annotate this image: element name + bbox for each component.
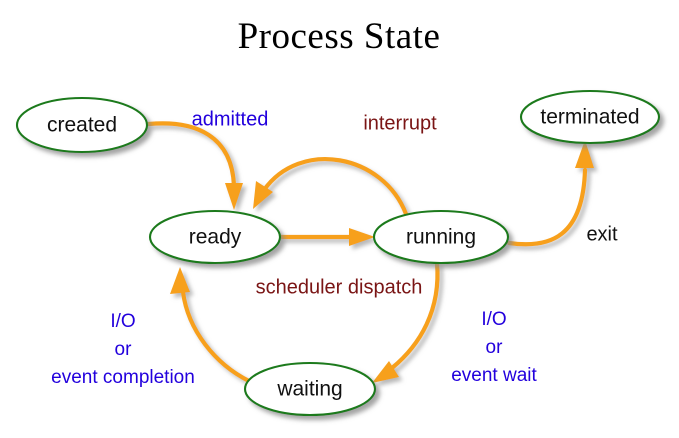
node-running-shape[interactable] [372,209,510,265]
edge-waiting-to-ready-arrowhead [170,267,190,294]
node-waiting-shape[interactable] [243,361,377,417]
edge-running-to-waiting-arrowhead [372,361,399,383]
edge-created-to-ready [146,121,243,210]
edge-running-to-terminated-arrowhead [575,140,594,168]
edge-created-to-ready-path [146,121,237,189]
edge-label-io-completion-line1: I/O [110,311,135,332]
edge-waiting-to-ready [170,267,252,384]
edge-label-io-completion-line2: or [115,339,133,360]
node-terminated-shape[interactable] [519,89,661,145]
node-created-shape[interactable] [15,96,149,154]
edge-label-io-wait-line3: event wait [451,365,537,386]
edge-running-to-ready [253,157,409,217]
node-created[interactable]: created [15,96,149,154]
edge-running-to-terminated-path [506,167,588,247]
node-terminated[interactable]: terminated [519,89,661,145]
edge-label-io-completion-line3: event completion [51,367,195,388]
node-created-label: created [47,114,117,137]
edge-label-exit: exit [586,223,618,245]
edge-ready-to-running-arrowhead [349,228,375,246]
edge-label-admitted: admitted [192,108,269,130]
edge-label-io-wait-line2: or [486,337,504,358]
node-running-label: running [406,226,476,249]
edge-waiting-to-ready-path [180,289,252,384]
edge-running-to-waiting [372,260,440,383]
node-terminated-label: terminated [540,106,639,129]
page-title: Process State [238,16,441,57]
node-ready[interactable]: ready [148,209,282,265]
edge-label-io-event-completion: I/O or event completion [51,311,195,388]
edge-label-scheduler-dispatch: scheduler dispatch [256,276,423,298]
node-running[interactable]: running [372,209,510,265]
edge-created-to-ready-arrowhead [225,183,243,210]
edge-label-io-wait-line1: I/O [481,309,506,330]
edge-label-interrupt: interrupt [363,112,437,134]
node-ready-shape[interactable] [148,209,282,265]
edge-running-to-ready-path [261,157,409,217]
edge-running-to-terminated [506,140,594,247]
edge-running-to-ready-arrowhead [253,181,273,209]
edge-ready-to-running [278,228,375,246]
node-ready-label: ready [189,226,242,249]
edge-running-to-waiting-path [389,260,440,371]
node-waiting[interactable]: waiting [243,361,377,417]
edge-label-io-event-wait: I/O or event wait [451,309,537,386]
node-waiting-label: waiting [276,378,342,401]
